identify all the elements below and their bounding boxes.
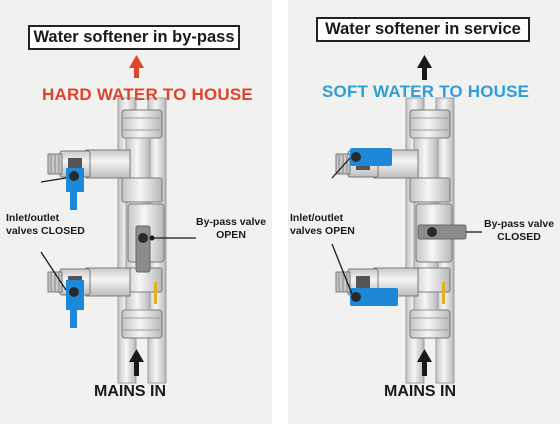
right-bypass-label: By-pass valve CLOSED: [484, 218, 554, 244]
left-inlet-label-line1: Inlet/outlet: [6, 212, 60, 224]
left-flow-label: HARD WATER TO HOUSE: [42, 85, 253, 104]
right-mains-label: MAINS IN: [384, 383, 456, 400]
right-flow-label: SOFT WATER TO HOUSE: [322, 82, 530, 101]
right-title: Water softener in service: [325, 20, 521, 38]
right-inlet-label-line1: Inlet/outlet: [290, 212, 344, 224]
right-bypass-label-line1: By-pass valve: [484, 218, 555, 230]
right-inlet-label: Inlet/outlet valves OPEN: [290, 212, 355, 238]
right-inlet-label-line2: valves OPEN: [290, 225, 355, 237]
left-inlet-label-line2: valves CLOSED: [6, 225, 85, 237]
left-bypass-label: By-pass valve OPEN: [196, 216, 266, 242]
left-title-box: Water softener in by-pass: [28, 25, 240, 50]
left-title: Water softener in by-pass: [33, 28, 235, 46]
right-title-box: Water softener in service: [316, 17, 530, 42]
left-mains-label: MAINS IN: [94, 383, 166, 400]
panel-divider: [272, 0, 288, 424]
left-bypass-label-line2: OPEN: [216, 229, 246, 241]
right-bypass-label-line2: CLOSED: [497, 231, 541, 243]
left-bypass-label-line1: By-pass valve: [196, 216, 267, 228]
left-inlet-label: Inlet/outlet valves CLOSED: [6, 212, 85, 238]
